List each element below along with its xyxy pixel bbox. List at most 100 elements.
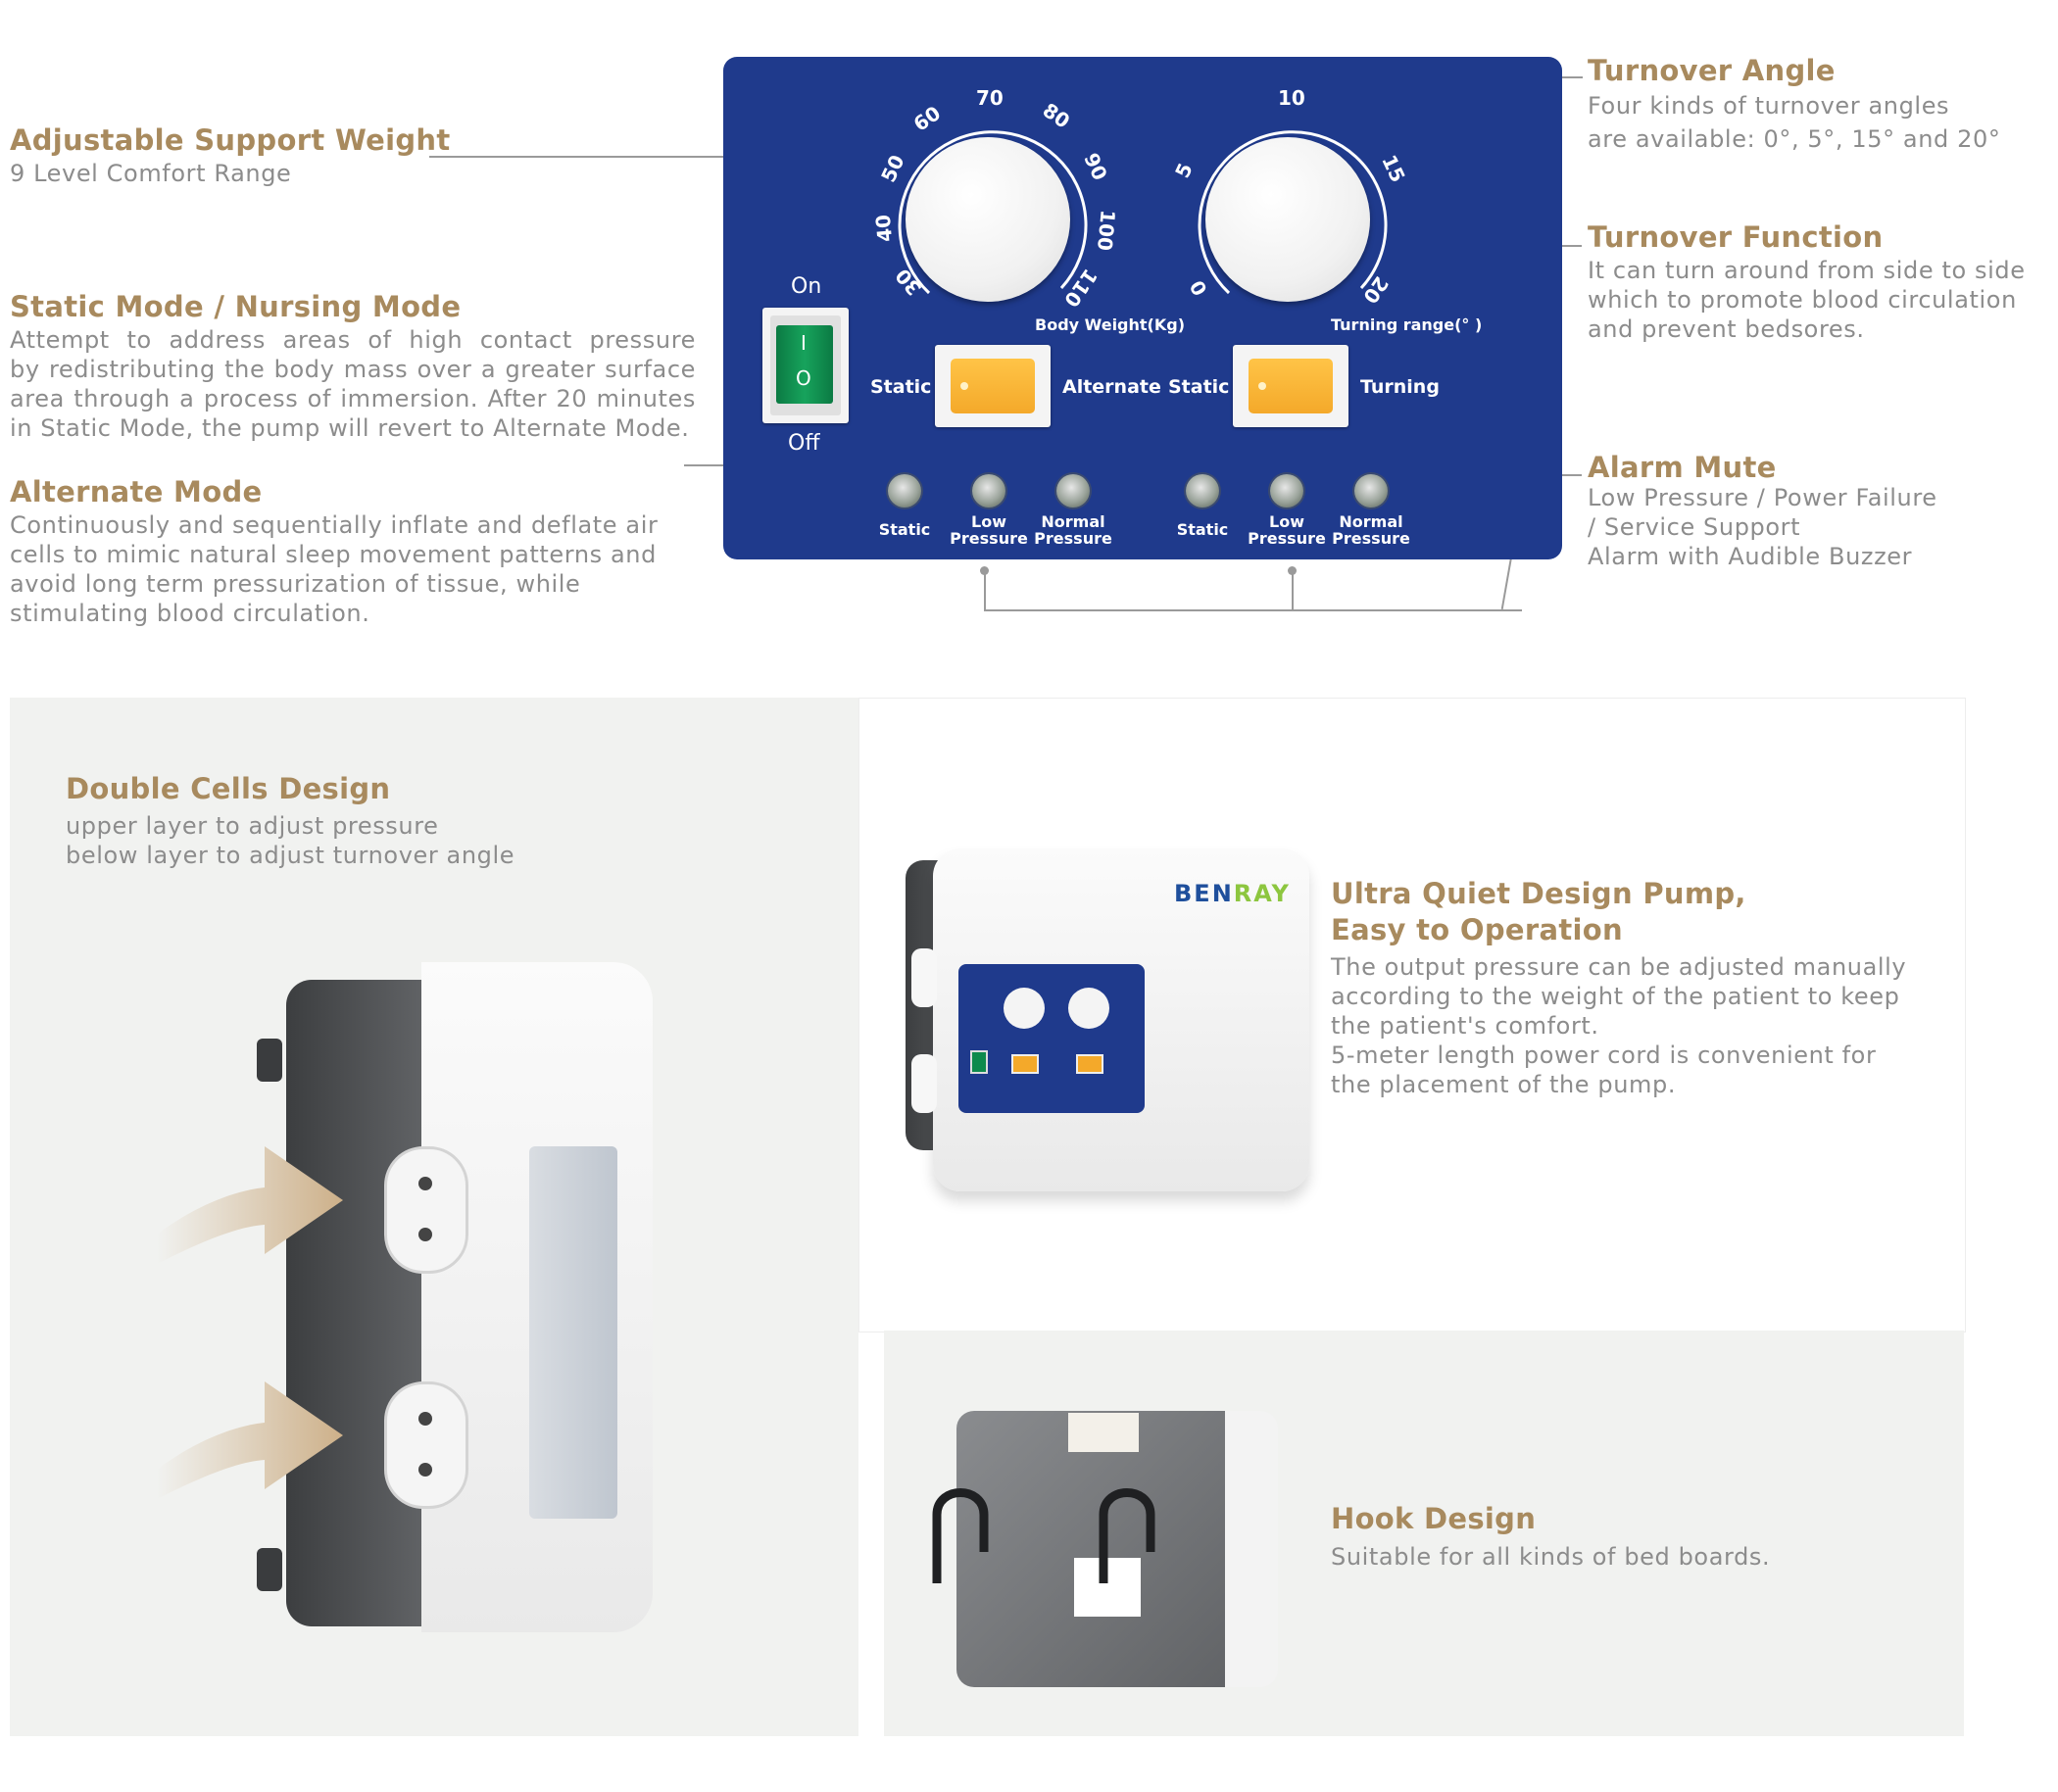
pump-panel-edge bbox=[529, 1146, 617, 1519]
control-panel: 30 40 50 60 70 80 90 100 110 Body Weight… bbox=[723, 57, 1562, 559]
body-weight-label: Body Weight(Kg) bbox=[1035, 315, 1186, 334]
led-static-left bbox=[888, 474, 921, 508]
power-on-label: On bbox=[791, 274, 822, 299]
air-outlet-upper bbox=[384, 1146, 468, 1274]
led-label-low-pressure-right: Low Pressure bbox=[1248, 512, 1326, 548]
pump-back-label bbox=[1068, 1413, 1139, 1452]
alarm-mute-title: Alarm Mute bbox=[1588, 451, 1777, 484]
connector-bottom bbox=[257, 1548, 282, 1591]
turnover-function-line: which to promote blood circulation bbox=[1588, 286, 2017, 314]
weight-tick: 70 bbox=[976, 86, 1004, 110]
weight-tick: 40 bbox=[870, 214, 898, 243]
led-label-static-right: Static bbox=[1176, 520, 1229, 539]
alarm-mute-line: / Service Support bbox=[1588, 513, 1801, 541]
turnover-function-leader bbox=[1543, 245, 1582, 247]
power-off-symbol: O bbox=[796, 366, 811, 390]
led-normal-pressure-left bbox=[1056, 474, 1090, 508]
brand-logo: BENRAY bbox=[1174, 880, 1291, 907]
turnover-angle-desc: Four kinds of turnover angles are availa… bbox=[1588, 89, 2000, 156]
turnover-function-line: and prevent bedsores. bbox=[1588, 315, 1865, 343]
hook-design-title: Hook Design bbox=[1331, 1502, 1537, 1535]
power-on-symbol: I bbox=[801, 331, 807, 355]
connector-top bbox=[257, 1039, 282, 1082]
turnover-function-desc: It can turn around from side to side whi… bbox=[1588, 256, 2026, 344]
ultra-quiet-title-line: Easy to Operation bbox=[1331, 913, 1623, 946]
static-mode-line: in Static Mode, the pump will revert to … bbox=[10, 414, 690, 442]
static-mode-desc: Attempt to address areas of high contact… bbox=[10, 325, 696, 443]
arrow-icon-upper bbox=[157, 1146, 343, 1264]
alarm-leader-dot-left bbox=[980, 566, 989, 575]
led-label-low-pressure-left: Low Pressure bbox=[950, 512, 1028, 548]
double-cells-desc: upper layer to adjust pressure below lay… bbox=[66, 811, 514, 870]
alarm-leader-left-drop bbox=[984, 572, 986, 610]
ultra-quiet-line: 5-meter length power cord is convenient … bbox=[1331, 1041, 1877, 1069]
ultra-quiet-line: according to the weight of the patient t… bbox=[1331, 983, 1900, 1010]
pump-back-body bbox=[956, 1411, 1260, 1687]
alternate-mode-line: Continuously and sequentially inflate an… bbox=[10, 511, 659, 539]
alternate-mode-line: avoid long term pressurization of tissue… bbox=[10, 570, 581, 598]
ultra-quiet-line: the patient's comfort. bbox=[1331, 1012, 1599, 1040]
hook-design-desc: Suitable for all kinds of bed boards. bbox=[1331, 1543, 1771, 1571]
turnover-angle-line: Four kinds of turnover angles bbox=[1588, 92, 1950, 120]
led-normal-pressure-right bbox=[1354, 474, 1388, 508]
led-static-right bbox=[1186, 474, 1219, 508]
led-low-pressure-right bbox=[1270, 474, 1303, 508]
turnover-angle-line: are available: 0°, 5°, 15° and 20° bbox=[1588, 125, 2001, 153]
turning-label: Turning bbox=[1360, 376, 1440, 398]
alarm-leader-right-drop bbox=[1292, 572, 1294, 610]
alternate-mode-line: cells to mimic natural sleep movement pa… bbox=[10, 541, 657, 568]
alternate-mode-title: Alternate Mode bbox=[10, 475, 263, 509]
ultra-quiet-line: The output pressure can be adjusted manu… bbox=[1331, 953, 1907, 981]
turning-range-label: Turning range(° ) bbox=[1331, 315, 1483, 334]
body-weight-scale-arc bbox=[898, 130, 1088, 295]
turnover-function-line: It can turn around from side to side bbox=[1588, 257, 2026, 284]
alarm-mute-desc: Low Pressure / Power Failure / Service S… bbox=[1588, 483, 1937, 571]
alternate-mode-desc: Continuously and sequentially inflate an… bbox=[10, 510, 696, 628]
air-outlet-front-lower bbox=[911, 1054, 937, 1113]
alternate-label: Alternate bbox=[1062, 376, 1161, 398]
double-cells-line: upper layer to adjust pressure bbox=[66, 812, 439, 840]
alarm-leader-bottom bbox=[984, 609, 1522, 611]
power-switch[interactable]: I O bbox=[762, 308, 849, 423]
led-low-pressure-left bbox=[972, 474, 1005, 508]
turning-range-knob[interactable] bbox=[1205, 137, 1370, 302]
turning-range-scale-arc bbox=[1198, 130, 1388, 295]
turnover-angle-title: Turnover Angle bbox=[1588, 54, 1836, 87]
static-mode-title: Static Mode / Nursing Mode bbox=[10, 290, 462, 323]
ultra-quiet-title: Ultra Quiet Design Pump, Easy to Operati… bbox=[1331, 876, 1746, 948]
double-cells-title: Double Cells Design bbox=[66, 772, 391, 805]
pump-back-side bbox=[1225, 1411, 1278, 1687]
angle-tick: 10 bbox=[1278, 86, 1305, 110]
led-label-normal-pressure-right: Normal Pressure bbox=[1332, 512, 1410, 548]
alternate-mode-line: stimulating blood circulation. bbox=[10, 600, 370, 627]
static-label-right: Static bbox=[1168, 376, 1230, 398]
support-weight-title: Adjustable Support Weight bbox=[10, 123, 451, 157]
static-alternate-switch[interactable] bbox=[935, 345, 1051, 427]
double-cells-line: below layer to adjust turnover angle bbox=[66, 842, 515, 869]
ultra-quiet-line: the placement of the pump. bbox=[1331, 1071, 1677, 1098]
air-outlet-front-upper bbox=[911, 948, 937, 1007]
alarm-mute-line: Alarm with Audible Buzzer bbox=[1588, 543, 1913, 570]
body-weight-knob[interactable] bbox=[906, 137, 1070, 302]
static-turning-switch[interactable] bbox=[1233, 345, 1348, 427]
power-rocker[interactable]: I O bbox=[776, 325, 833, 404]
mini-control-panel bbox=[958, 964, 1145, 1113]
brand-logo-text: BENRAY bbox=[1174, 880, 1291, 907]
led-label-static-left: Static bbox=[878, 520, 931, 539]
arrow-icon-lower bbox=[157, 1381, 343, 1499]
alarm-leader-top bbox=[1548, 474, 1582, 476]
support-weight-desc: 9 Level Comfort Range bbox=[10, 160, 292, 187]
led-label-normal-pressure-left: Normal Pressure bbox=[1034, 512, 1112, 548]
alarm-leader-dot-right bbox=[1288, 566, 1297, 575]
ultra-quiet-title-line: Ultra Quiet Design Pump, bbox=[1331, 877, 1746, 910]
static-mode-line: area through a process of immersion. Aft… bbox=[10, 385, 696, 412]
ultra-quiet-desc: The output pressure can be adjusted manu… bbox=[1331, 952, 1906, 1099]
static-mode-line: by redistributing the body mass over a g… bbox=[10, 356, 696, 383]
hook-icon bbox=[932, 1488, 1155, 1583]
turnover-function-title: Turnover Function bbox=[1588, 220, 1884, 254]
alarm-mute-line: Low Pressure / Power Failure bbox=[1588, 484, 1937, 511]
power-off-label: Off bbox=[788, 431, 820, 456]
air-outlet-lower bbox=[384, 1381, 468, 1509]
support-weight-leader bbox=[429, 156, 851, 158]
weight-tick: 100 bbox=[1093, 209, 1120, 252]
